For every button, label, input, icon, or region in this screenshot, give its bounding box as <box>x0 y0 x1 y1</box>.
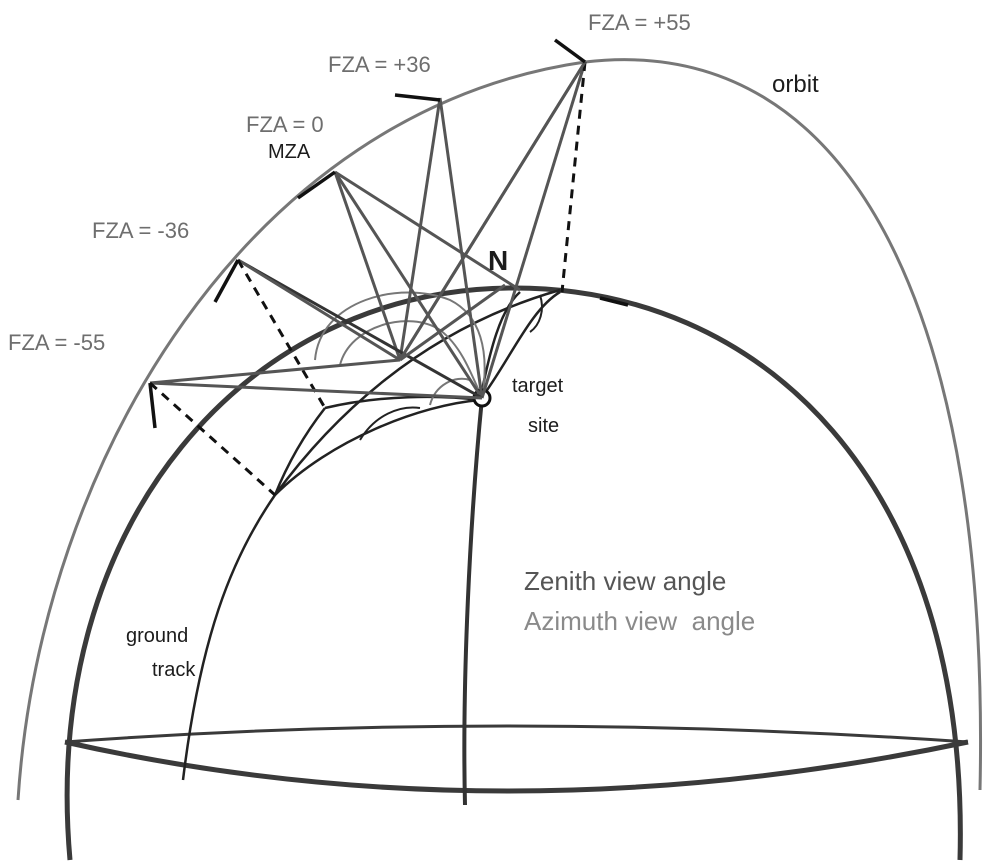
ray-fza-p36-b <box>398 97 442 361</box>
label-target: target <box>512 375 564 397</box>
earth-dome-outline <box>64 285 963 861</box>
label-mza: MZA <box>268 141 311 163</box>
ray-fza-m55-b <box>149 358 401 385</box>
label-azimuth-view-angle: Azimuth view angle <box>524 606 755 636</box>
dash-fza-m55 <box>148 381 277 497</box>
earth-equator-front <box>64 739 969 794</box>
zenith-arc-1 <box>359 406 421 441</box>
ground-curve-5 <box>273 407 326 496</box>
dash-fza-m36 <box>236 259 327 409</box>
sat-tick-fza-p36 <box>394 93 441 102</box>
label-orbit: orbit <box>772 71 819 98</box>
ray-fza-0-c <box>334 170 521 292</box>
ray-fza-0 <box>333 171 484 399</box>
orbit-tick <box>599 296 629 307</box>
label-north: N <box>488 245 508 276</box>
sat-tick-fza-m36 <box>213 259 240 303</box>
label-track: track <box>152 659 196 681</box>
ray-fza-m55 <box>149 381 483 400</box>
label-site: site <box>528 415 559 437</box>
ray-fza-p36 <box>438 97 484 399</box>
label-ground: ground <box>126 625 188 647</box>
ray-fza-m36 <box>237 258 483 400</box>
ray-fza-p55 <box>480 61 587 399</box>
sat-tick-fza-m55 <box>148 382 157 429</box>
sat-tick-fza-p55 <box>553 38 587 64</box>
azimuth-arc-1 <box>314 291 486 399</box>
sat-tick-fza-0 <box>296 170 337 200</box>
ray-cross-1 <box>398 61 587 361</box>
ground-curve-2 <box>274 398 481 496</box>
ray-fza-0-b <box>333 171 402 361</box>
label-fza-p55: FZA = +55 <box>588 10 691 35</box>
dash-fza-p55 <box>560 61 587 293</box>
label-fza-m36: FZA = -36 <box>92 218 189 243</box>
earth-equator-back <box>64 724 969 744</box>
ground-curve-3 <box>478 290 561 401</box>
ray-cross-2 <box>399 283 506 362</box>
label-fza-p36: FZA = +36 <box>328 52 431 77</box>
azimuth-arc-3 <box>429 377 471 406</box>
label-fza-m55: FZA = -55 <box>8 330 105 355</box>
label-fza-0: FZA = 0 <box>246 112 324 137</box>
meridian-line <box>462 397 484 806</box>
zenith-arc-2 <box>529 294 543 333</box>
orbit-arc <box>16 58 983 801</box>
ray-fza-m36-b <box>237 258 401 362</box>
label-zenith-view-angle: Zenith view angle <box>524 566 726 596</box>
